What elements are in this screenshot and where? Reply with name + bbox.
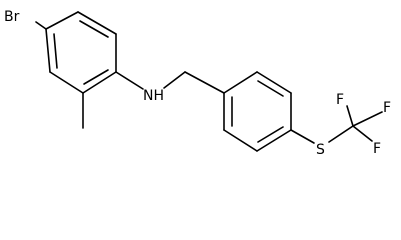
- bond-r2-r3: [256, 71, 292, 94]
- bond-ring-nitrogen: [115, 71, 144, 90]
- bond-ring-sulfur: [290, 129, 315, 144]
- bond-c1-c2: [45, 11, 79, 30]
- amine-nh-label: NH: [143, 88, 164, 104]
- bond-ring-bromine: [35, 21, 47, 30]
- sulfur-atom-label: S: [316, 142, 325, 158]
- bond-r5-r6: [223, 129, 258, 152]
- double-bond-c2-c3-inner: [79, 20, 109, 38]
- bromine-atom-label: Br: [4, 9, 20, 25]
- bond-r4-r5: [256, 129, 292, 152]
- double-bond-c6-c1-inner: [53, 33, 58, 69]
- bond-c5-c6: [49, 71, 84, 94]
- bond-methylene-ring: [184, 71, 225, 94]
- bond-c4-c5: [82, 71, 117, 94]
- left-benzene-ring: [45, 11, 117, 94]
- fluorine-atom-label-right: F: [383, 100, 391, 116]
- double-bond-r2-r3-inner: [257, 80, 284, 97]
- double-bond-r4-r5-inner: [257, 126, 284, 143]
- bond-r1-r2: [223, 71, 258, 94]
- bond-c6-c1: [45, 28, 51, 73]
- fluorine-atom-label-bottom: F: [373, 141, 381, 157]
- bond-carbon-fluorine-bottom: [352, 125, 373, 142]
- bond-c2-c3: [77, 11, 117, 35]
- double-bond-c4-c5-inner: [83, 69, 109, 85]
- fluorine-atom-label-top: F: [336, 92, 344, 108]
- chemical-structure-diagram: Br NH S F F F: [4, 9, 391, 158]
- bond-carbon-fluorine-right: [352, 111, 383, 127]
- bond-nitrogen-methylene: [163, 71, 186, 89]
- bond-carbon-fluorine-top: [346, 105, 354, 127]
- right-benzene-ring: [223, 71, 292, 152]
- bond-sulfur-carbon: [328, 125, 354, 143]
